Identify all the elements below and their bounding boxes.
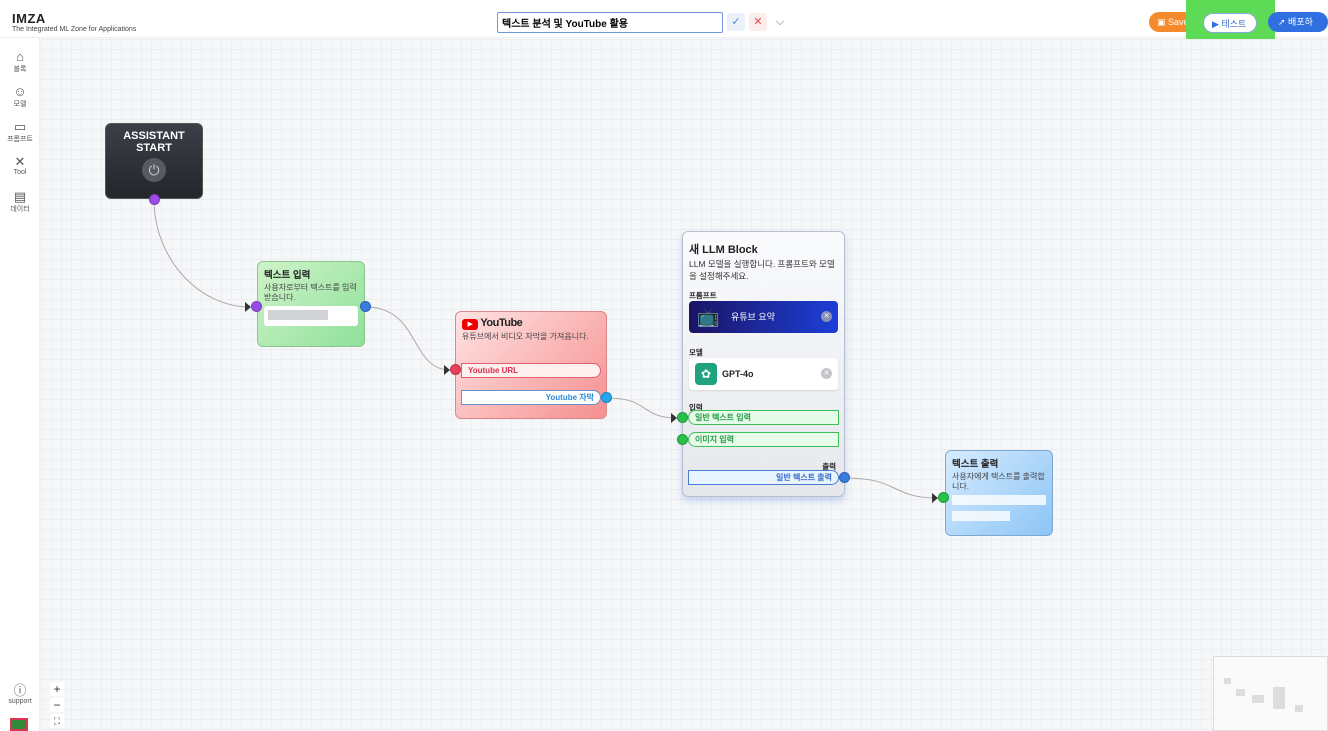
edge-start-text-input xyxy=(153,198,251,308)
zoom-in-button[interactable]: + xyxy=(50,682,64,696)
robot-icon: ☺ xyxy=(13,84,27,99)
shapes-icon: ⌂ xyxy=(16,49,24,64)
logo-subtitle: The Integrated ML Zone for Applications xyxy=(12,26,137,33)
fit-view-icon[interactable]: ⛶ xyxy=(50,714,64,728)
prompt-selector[interactable]: 📺 유튜브 요약 ✕ xyxy=(689,301,838,333)
workflow-title-input[interactable] xyxy=(497,12,723,33)
openai-icon: ✿ xyxy=(695,363,717,385)
remove-prompt-icon[interactable]: ✕ xyxy=(821,311,832,322)
save-icon: ▣ xyxy=(1157,17,1169,27)
text-input-out-handle[interactable] xyxy=(360,301,371,312)
zoom-out-button[interactable]: − xyxy=(50,698,64,712)
llm-text-input[interactable]: 일반 텍스트 입력 xyxy=(688,410,839,425)
start-output-handle[interactable] xyxy=(149,194,160,205)
text-input-in-handle[interactable] xyxy=(251,301,262,312)
llm-text-in-handle[interactable] xyxy=(677,412,688,423)
logo: IMZA xyxy=(12,11,46,26)
llm-out-handle[interactable] xyxy=(839,472,850,483)
chevron-down-icon[interactable]: ⌵ xyxy=(775,16,785,28)
terminal-icon: ▭ xyxy=(13,119,27,134)
youtube-logo: ▶ YouTube xyxy=(462,317,600,330)
llm-image-input[interactable]: 이미지 입력 xyxy=(688,432,839,447)
sidebar-item-blocks[interactable]: ⌂블록 xyxy=(0,50,40,74)
flow-canvas[interactable] xyxy=(41,39,1328,731)
table-icon: ▤ xyxy=(13,189,27,204)
remove-model-icon[interactable]: ✕ xyxy=(821,368,832,379)
input-arrow-icon xyxy=(932,493,938,503)
llm-block-node[interactable]: 새 LLM Block LLM 모델을 실행합니다. 프롬프트와 모델을 설정해… xyxy=(682,231,845,497)
input-arrow-icon xyxy=(671,413,677,423)
youtube-subtitle-output[interactable]: Youtube 자막 xyxy=(461,390,601,405)
help-icon: ⓘ xyxy=(13,683,27,698)
model-selector[interactable]: ✿ GPT-4o ✕ xyxy=(689,358,838,390)
minimap[interactable] xyxy=(1213,656,1328,731)
llm-image-in-handle[interactable] xyxy=(677,434,688,445)
text-input-node[interactable]: 텍스트 입력 사용자로부터 텍스트를 입력받습니다. xyxy=(257,261,365,347)
youtube-out-handle[interactable] xyxy=(601,392,612,403)
test-button[interactable]: ▶ 테스트 xyxy=(1203,13,1257,33)
play-icon: ▶ xyxy=(1212,19,1222,29)
rocket-icon: ➚ xyxy=(1278,17,1289,27)
youtube-play-icon: ▶ xyxy=(462,319,478,330)
input-arrow-icon xyxy=(444,365,450,375)
tv-icon: 📺 xyxy=(697,307,720,327)
edge-youtube-llm xyxy=(606,397,678,419)
text-output-in-handle[interactable] xyxy=(938,492,949,503)
youtube-in-handle[interactable] xyxy=(450,364,461,375)
sidebar-item-prompts[interactable]: ▭프롬프트 xyxy=(0,120,40,144)
save-button[interactable]: ▣ Save xyxy=(1149,12,1197,32)
edge-llm-text-output xyxy=(844,477,939,499)
input-arrow-icon xyxy=(245,302,251,312)
assistant-start-node[interactable]: ASSISTANT START ⏻ xyxy=(105,123,203,199)
llm-text-output[interactable]: 일반 텍스트 출력 xyxy=(688,470,839,485)
output-field xyxy=(952,495,1046,505)
tools-icon: ✕ xyxy=(14,154,26,169)
output-field xyxy=(952,511,1010,521)
sidebar-item-models[interactable]: ☺모델 xyxy=(0,85,40,109)
cancel-icon[interactable]: ✕ xyxy=(749,13,767,31)
edge-text-input-youtube xyxy=(365,306,451,371)
user-badge-icon[interactable] xyxy=(10,718,28,731)
youtube-url-input[interactable]: Youtube URL xyxy=(461,363,601,378)
power-icon: ⏻ xyxy=(142,158,166,182)
text-input-field[interactable] xyxy=(264,306,358,326)
confirm-icon[interactable]: ✓ xyxy=(727,13,745,31)
sidebar-item-tools[interactable]: ✕Tool xyxy=(0,154,40,177)
text-output-node[interactable]: 텍스트 출력 사용자에게 텍스트를 출력합니다. xyxy=(945,450,1053,536)
sidebar-item-data[interactable]: ▤데이터 xyxy=(0,190,40,214)
